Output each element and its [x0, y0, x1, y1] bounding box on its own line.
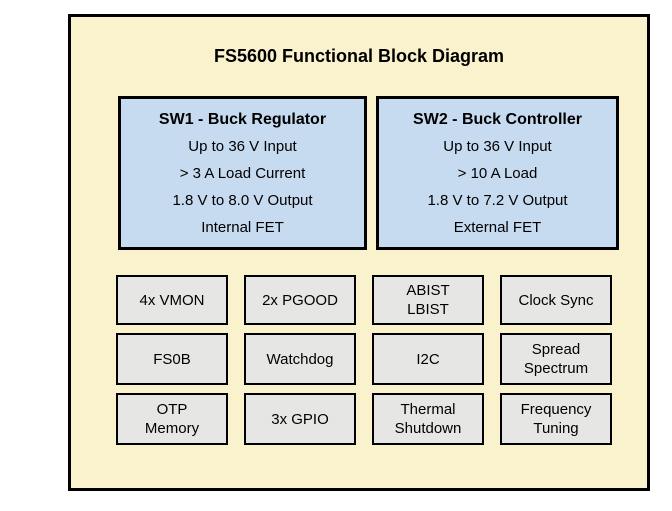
sw1-title: SW1 - Buck Regulator: [158, 110, 327, 128]
block-diagram-panel: FS5600 Functional Block Diagram SW1 - Bu…: [68, 14, 650, 491]
sw2-spec-output: 1.8 V to 7.2 V Output: [427, 191, 568, 209]
block-clock-sync: Clock Sync: [500, 275, 612, 325]
sw1-spec-output: 1.8 V to 8.0 V Output: [172, 191, 313, 209]
block-gpio: 3x GPIO: [244, 393, 356, 445]
block-thermal-shutdown: Thermal Shutdown: [372, 393, 484, 445]
sw2-spec-load: > 10 A Load: [457, 164, 538, 182]
sw1-spec-fet: Internal FET: [201, 218, 284, 236]
block-vmon: 4x VMON: [116, 275, 228, 325]
sw2-title: SW2 - Buck Controller: [413, 110, 582, 128]
block-otp-memory: OTP Memory: [116, 393, 228, 445]
block-watchdog: Watchdog: [244, 333, 356, 385]
block-spread-spectrum: Spread Spectrum: [500, 333, 612, 385]
sw2-spec-input: Up to 36 V Input: [443, 137, 552, 155]
block-sw1-buck-regulator: SW1 - Buck Regulator Up to 36 V Input > …: [118, 96, 367, 250]
block-sw2-buck-controller: SW2 - Buck Controller Up to 36 V Input >…: [376, 96, 619, 250]
sw1-spec-input: Up to 36 V Input: [188, 137, 297, 155]
block-frequency-tuning: Frequency Tuning: [500, 393, 612, 445]
sw2-spec-fet: External FET: [453, 218, 542, 236]
block-i2c: I2C: [372, 333, 484, 385]
block-fs0b: FS0B: [116, 333, 228, 385]
block-abist-lbist: ABIST LBIST: [372, 275, 484, 325]
diagram-title: FS5600 Functional Block Diagram: [213, 46, 505, 66]
sw1-spec-load: > 3 A Load Current: [179, 164, 306, 182]
feature-grid: 4x VMON 2x PGOOD ABIST LBIST Clock Sync …: [116, 275, 612, 445]
block-pgood: 2x PGOOD: [244, 275, 356, 325]
